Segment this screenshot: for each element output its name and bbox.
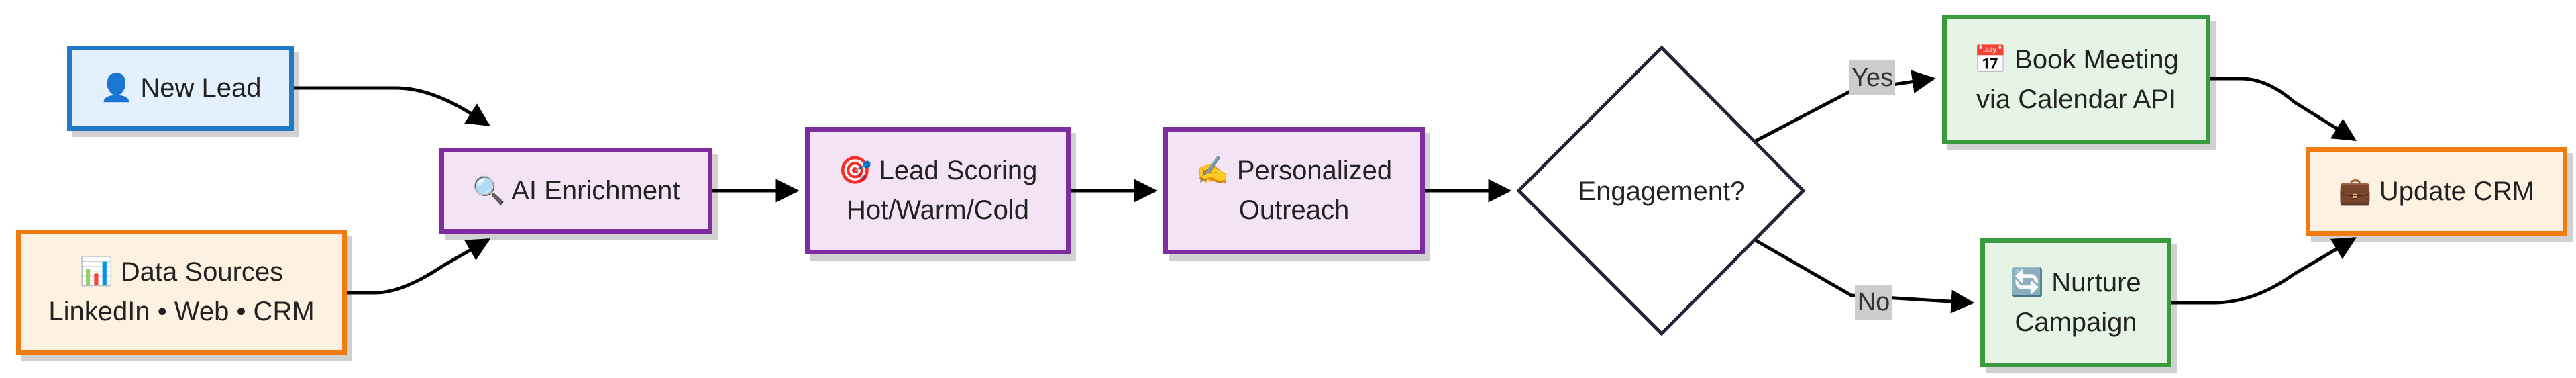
update-crm-node: 💼 Update CRM — [2306, 147, 2567, 236]
target-icon: 🎯 — [838, 156, 872, 185]
engagement-decision-label: Engagement? — [1578, 177, 1745, 206]
lead-scoring-subtitle: Hot/Warm/Cold — [847, 195, 1029, 225]
lead-scoring-node: 🎯 Lead Scoring Hot/Warm/Cold — [805, 127, 1071, 254]
lead-scoring-title: Lead Scoring — [879, 156, 1038, 185]
edge-label-no: No — [1858, 288, 1890, 316]
nurture-subtitle: Campaign — [2015, 308, 2137, 337]
data-sources-node: 📊 Data Sources LinkedIn • Web • CRM — [16, 230, 347, 355]
update-crm-label: Update CRM — [2379, 176, 2535, 206]
outreach-node: ✍️ Personalized Outreach — [1163, 127, 1425, 254]
new-lead-node: 👤 New Lead — [67, 46, 294, 131]
data-sources-title: Data Sources — [120, 257, 284, 287]
edge-engagement-yes-to-book-meeting — [1754, 70, 1936, 143]
briefcase-icon: 💼 — [2338, 176, 2372, 206]
data-sources-subtitle: LinkedIn • Web • CRM — [48, 297, 315, 326]
refresh-icon: 🔄 — [2010, 268, 2045, 297]
magnifier-icon: 🔍 — [472, 175, 506, 205]
edge-nurture-to-update-crm — [2171, 236, 2357, 305]
ai-enrichment-label: AI Enrichment — [511, 175, 680, 205]
outreach-subtitle: Outreach — [1238, 195, 1350, 225]
book-meeting-node: 📅 Book Meeting via Calendar API — [1942, 15, 2210, 144]
bar-chart-icon: 📊 — [79, 257, 113, 287]
edge-data-sources-to-enrichment — [347, 238, 491, 295]
book-meeting-title: Book Meeting — [2015, 44, 2179, 75]
edge-label-yes-bg — [1849, 60, 1895, 95]
calendar-icon: 📅 — [1974, 44, 2008, 75]
edge-label-no-bg — [1855, 285, 1892, 320]
edge-engagement-no-to-nurture — [1754, 238, 1975, 314]
ai-enrichment-node: 🔍 AI Enrichment — [439, 148, 712, 234]
person-icon: 👤 — [99, 73, 133, 103]
new-lead-label: New Lead — [140, 73, 262, 103]
edge-label-yes: Yes — [1851, 64, 1893, 92]
outreach-title: Personalized — [1236, 156, 1393, 185]
nurture-node: 🔄 Nurture Campaign — [1980, 238, 2171, 367]
nurture-title: Nurture — [2051, 268, 2141, 297]
writing-hand-icon: ✍️ — [1195, 156, 1230, 185]
engagement-decision — [1516, 45, 1806, 336]
book-meeting-subtitle: via Calendar API — [1976, 84, 2176, 114]
edge-new-lead-to-enrichment — [294, 86, 490, 127]
edge-book-meeting-to-update-crm — [2210, 77, 2357, 142]
